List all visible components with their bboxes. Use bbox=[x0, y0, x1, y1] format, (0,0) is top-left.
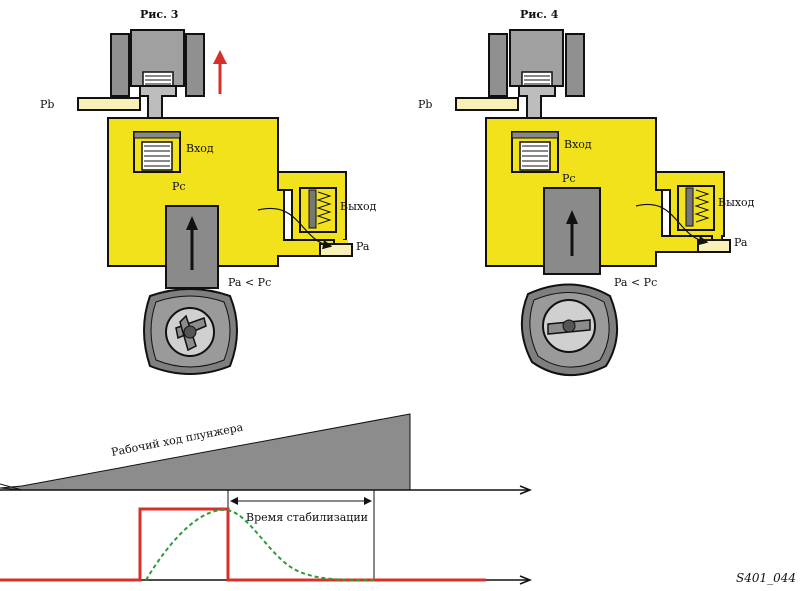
pb-label: Pb bbox=[40, 98, 54, 111]
figure-3: Рис. 3 bbox=[40, 8, 377, 375]
inlet-label: Вход bbox=[186, 142, 214, 155]
flow-arrow bbox=[635, 203, 709, 246]
pb-pipe bbox=[77, 97, 141, 111]
cam bbox=[520, 283, 619, 376]
cam bbox=[143, 288, 238, 375]
pressure-relation: Pa < Pc bbox=[614, 276, 657, 289]
control-pulse bbox=[0, 507, 486, 582]
figure-4: Рис. 4 bbox=[418, 8, 755, 376]
stroke-wedge bbox=[0, 413, 411, 491]
pc-label: Pc bbox=[172, 180, 186, 193]
stabilization-label: Время стабилизации bbox=[246, 511, 368, 524]
pressure-relation: Pa < Pc bbox=[228, 276, 271, 289]
timing-diagram: Рабочий ход плунжера Время стабилизации bbox=[0, 413, 533, 585]
figure-3-title: Рис. 3 bbox=[140, 8, 178, 21]
pa-label: Pa bbox=[356, 240, 370, 253]
solenoid bbox=[110, 29, 205, 133]
pb-label: Pb bbox=[418, 98, 432, 111]
inlet-chamber bbox=[133, 131, 181, 173]
pc-label: Pc bbox=[562, 172, 576, 185]
inlet-label: Вход bbox=[564, 138, 592, 151]
solenoid bbox=[488, 29, 585, 133]
pa-label: Pa bbox=[734, 236, 748, 249]
figure-4-title: Рис. 4 bbox=[520, 8, 559, 21]
plunger bbox=[165, 205, 219, 289]
pa-pipe bbox=[319, 243, 353, 257]
plunger bbox=[543, 187, 601, 275]
outlet-label: Выход bbox=[718, 196, 755, 209]
outlet-label: Выход bbox=[340, 200, 377, 213]
figure-code: S401_044 bbox=[736, 571, 796, 585]
lift-arrow bbox=[213, 50, 227, 94]
inlet-chamber bbox=[511, 131, 559, 173]
pb-pipe bbox=[455, 97, 519, 111]
flow-arrow bbox=[257, 207, 333, 250]
